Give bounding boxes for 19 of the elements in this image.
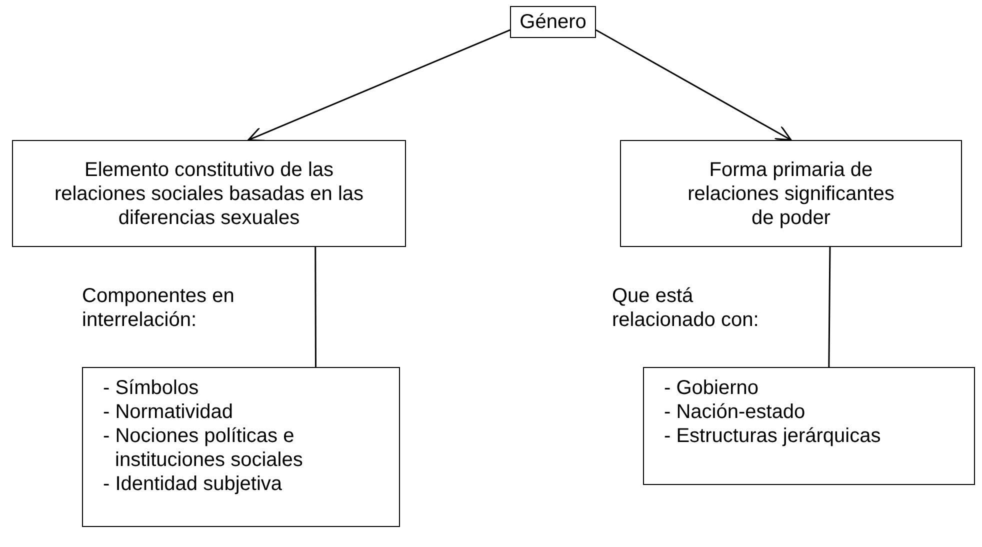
list-item: - Gobierno — [664, 376, 760, 400]
list-box — [82, 367, 400, 527]
concept-box — [620, 140, 962, 247]
concept-box — [510, 6, 596, 38]
list-item: - Normatividad — [103, 400, 234, 424]
list-item: - Nación-estado — [664, 400, 806, 424]
box-text: Género — [518, 10, 588, 34]
list-item: - Estructuras jerárquicas — [664, 424, 882, 448]
arrow — [596, 29, 792, 141]
list-box — [643, 367, 975, 485]
list-item: - Nociones políticas e instituciones sociales — [103, 424, 304, 472]
arrow — [248, 29, 510, 142]
list-item: - Símbolos — [103, 376, 200, 400]
concept-box — [12, 140, 406, 247]
connector-line — [314, 247, 316, 367]
connector-line — [828, 247, 831, 367]
box-text: Elemento constitutivo de las relaciones sociales basadas en las diferencias sexuales — [53, 158, 365, 230]
box-text: Forma primaria de relaciones significantes de poder — [686, 158, 896, 230]
list-item: - Identidad subjetiva — [103, 472, 284, 496]
